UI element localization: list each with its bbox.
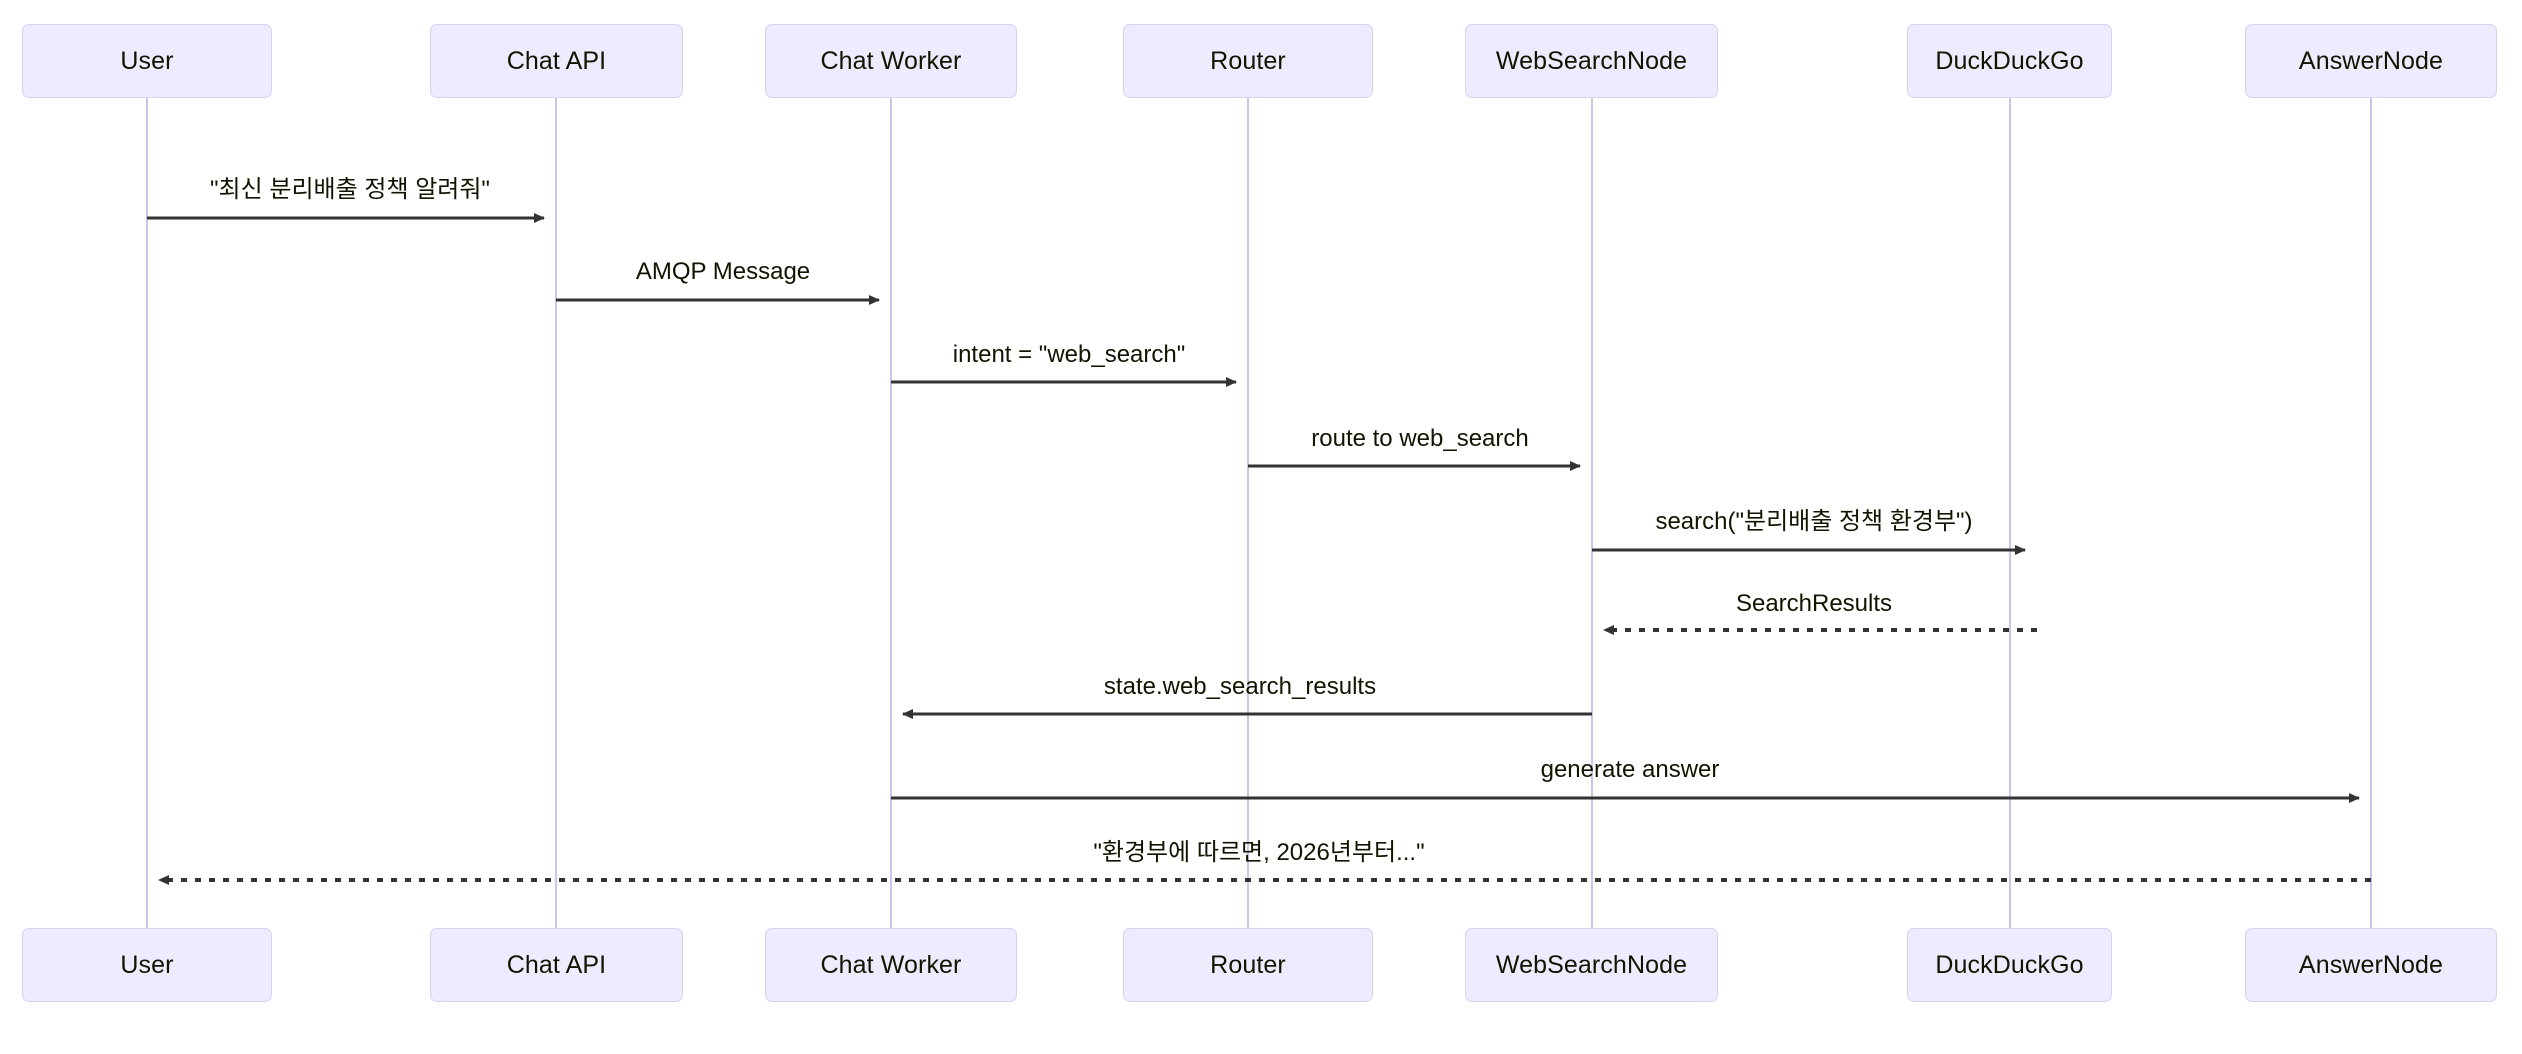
actor-label-duckduckgo: DuckDuckGo [1935, 950, 2084, 979]
actor-box-chatapi-bottom[interactable]: Chat API [430, 928, 683, 1002]
actor-box-answernode-top[interactable]: AnswerNode [2245, 24, 2497, 98]
actor-label-websearch: WebSearchNode [1495, 950, 1688, 979]
actor-label-user: User [120, 46, 174, 75]
actor-box-websearch-bottom[interactable]: WebSearchNode [1465, 928, 1718, 1002]
message-label-msg-2: AMQP Message [635, 258, 811, 285]
actor-box-router-top[interactable]: Router [1123, 24, 1373, 98]
actor-box-user-bottom[interactable]: User [22, 928, 272, 1002]
actor-label-chatapi: Chat API [506, 950, 607, 979]
actor-box-chatapi-top[interactable]: Chat API [430, 24, 683, 98]
actor-box-duckduckgo-bottom[interactable]: DuckDuckGo [1907, 928, 2112, 1002]
actor-box-chatworker-bottom[interactable]: Chat Worker [765, 928, 1017, 1002]
actor-label-answernode: AnswerNode [2298, 950, 2444, 979]
message-label-msg-1: "최신 분리배출 정책 알려줘" [210, 176, 490, 203]
actor-box-answernode-bottom[interactable]: AnswerNode [2245, 928, 2497, 1002]
message-arrows-group [147, 213, 2371, 885]
actor-box-duckduckgo-top[interactable]: DuckDuckGo [1907, 24, 2112, 98]
message-label-msg-3: intent = "web_search" [952, 341, 1186, 368]
actor-label-user: User [120, 950, 174, 979]
actor-label-websearch: WebSearchNode [1495, 46, 1688, 75]
message-label-msg-4: route to web_search [1311, 425, 1529, 452]
actor-label-chatapi: Chat API [506, 46, 607, 75]
actor-box-user-top[interactable]: User [22, 24, 272, 98]
actor-label-duckduckgo: DuckDuckGo [1935, 46, 2084, 75]
message-label-msg-8: generate answer [1540, 756, 1720, 783]
actor-label-chatworker: Chat Worker [820, 950, 962, 979]
actor-label-chatworker: Chat Worker [820, 46, 962, 75]
actor-box-websearch-top[interactable]: WebSearchNode [1465, 24, 1718, 98]
message-label-msg-9: "환경부에 따르면, 2026년부터..." [1093, 839, 1425, 866]
lifelines-group [146, 98, 2372, 928]
message-label-msg-5: search("분리배출 정책 환경부") [1655, 508, 1973, 535]
actor-label-router: Router [1210, 950, 1286, 979]
message-label-msg-6: SearchResults [1735, 590, 1893, 617]
actor-label-router: Router [1210, 46, 1286, 75]
actor-box-chatworker-top[interactable]: Chat Worker [765, 24, 1017, 98]
actor-box-router-bottom[interactable]: Router [1123, 928, 1373, 1002]
message-label-msg-7: state.web_search_results [1103, 673, 1377, 700]
actor-label-answernode: AnswerNode [2298, 46, 2444, 75]
